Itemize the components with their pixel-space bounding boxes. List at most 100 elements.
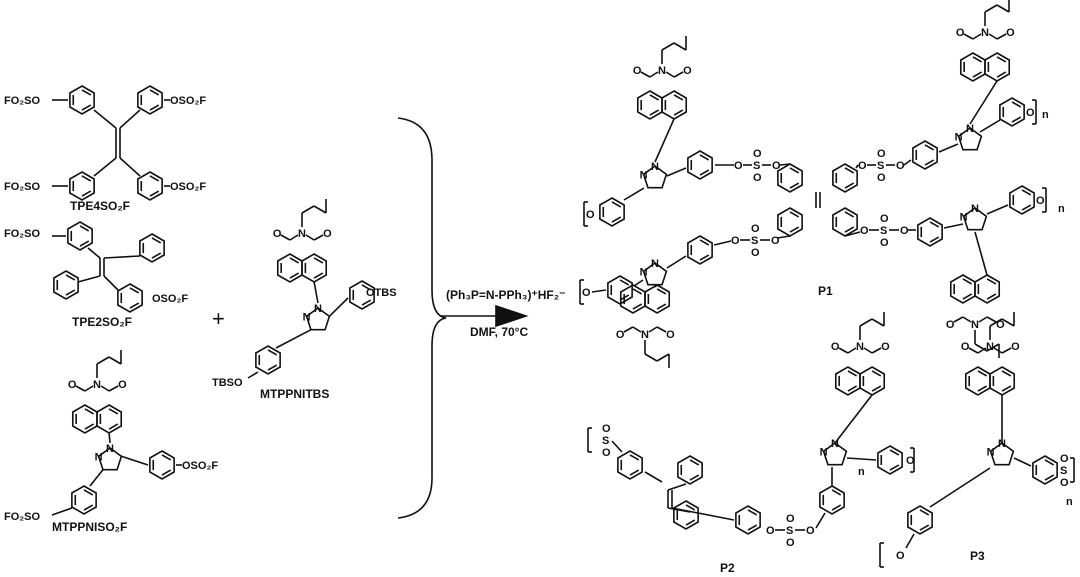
imide-nitrogen: N (641, 329, 649, 341)
bond (667, 483, 687, 491)
bond (611, 216, 622, 223)
bond (1011, 101, 1022, 108)
bond (644, 353, 658, 362)
bond (1011, 116, 1022, 123)
bond (673, 94, 684, 101)
pyrazoline-nitrogen: N (106, 443, 114, 455)
bond (629, 469, 640, 476)
bond (986, 343, 1000, 352)
carbonyl-oxygen: O (996, 319, 1005, 331)
carbonyl-oxygen: O (881, 341, 890, 353)
bond (149, 89, 160, 96)
tpe2-group-right: OSO₂F (152, 293, 188, 305)
bond (984, 4, 998, 13)
bond (121, 455, 149, 466)
benzene-ring (71, 485, 97, 515)
bond (977, 347, 987, 354)
pyrazoline-nitrogen: N (998, 438, 1006, 450)
bond (361, 299, 372, 306)
bond (978, 316, 988, 323)
sulfur: S (880, 225, 887, 237)
bond (648, 326, 658, 333)
tpe2so2f-label: TPE2SO₂F (72, 315, 132, 329)
bond (996, 56, 1007, 63)
carbonyl-oxygen: O (68, 379, 77, 391)
bond (838, 347, 849, 354)
pyrazoline-nitrogen: N (640, 266, 648, 278)
bond (889, 464, 900, 471)
ether-oxygen: O (806, 525, 815, 537)
benzene-ring (137, 85, 163, 115)
bond (75, 385, 86, 392)
imide-nitrogen: N (658, 65, 666, 77)
benzene-ring (984, 52, 1011, 82)
bond (776, 235, 791, 239)
bond (93, 109, 117, 129)
ether-oxygen: O (766, 525, 775, 537)
bond (632, 288, 643, 295)
bond (119, 157, 141, 177)
imide-nitrogen: N (93, 379, 101, 391)
bond (280, 234, 291, 241)
bond (986, 316, 997, 323)
bond (83, 504, 94, 511)
bond (831, 504, 842, 511)
pyrazoline-ring (962, 207, 988, 231)
bond (969, 80, 998, 125)
bond (977, 370, 988, 377)
benzene-ring (1009, 185, 1035, 215)
carbonyl-oxygen: O (831, 341, 840, 353)
carbonyl-oxygen: O (1006, 27, 1015, 39)
bond (301, 205, 315, 214)
pyrazoline-nitrogen: N (955, 131, 963, 143)
benzene-ring (917, 217, 943, 247)
bond (929, 236, 940, 243)
bond (649, 94, 660, 101)
bond (986, 204, 1009, 215)
bond (673, 109, 684, 116)
benzene-ring (907, 505, 933, 535)
chain-oxygen: O (1036, 195, 1045, 207)
sulfonyl-oxygen: O (880, 237, 889, 249)
bond (656, 353, 670, 362)
pyrazoline-ring (97, 447, 123, 471)
bond (161, 454, 172, 461)
bond (962, 278, 973, 285)
mtppniso2f-group-right: OSO₂F (182, 460, 218, 472)
pyrazoline-nitrogen: N (820, 446, 828, 458)
bond (632, 326, 642, 333)
bond (81, 190, 92, 197)
tpe4-group-tr: OSO₂F (170, 95, 206, 107)
tpe4-group-tl: FO₂SO (4, 95, 41, 107)
mtppnitbs-label: MTPPNITBS (260, 387, 329, 401)
sulfur: S (753, 160, 760, 172)
imide-nitrogen: N (981, 27, 989, 39)
sulfur: S (877, 160, 884, 172)
pyrazoline-nitrogen: N (303, 311, 311, 323)
benzene-ring (1032, 455, 1058, 485)
benzene-ring (349, 280, 375, 310)
pyrazoline-ring (957, 127, 983, 151)
bond (844, 182, 855, 189)
pyrazoline-nitrogen: N (95, 451, 103, 463)
carbonyl-oxygen: O (633, 65, 642, 77)
carbonyl-oxygen: O (961, 341, 970, 353)
carbonyl-oxygen: O (946, 319, 955, 331)
bond (689, 474, 700, 481)
ether-oxygen: O (771, 235, 780, 247)
bond (929, 221, 940, 228)
bond (81, 175, 92, 182)
chain-oxygen: O (896, 550, 905, 562)
bond (100, 385, 110, 392)
mtppniso2f-label: MTPPNISO₂F (52, 520, 127, 534)
bond (989, 318, 1003, 327)
bond (963, 33, 974, 40)
p3-label: P3 (970, 549, 985, 563)
bond (929, 467, 991, 508)
imide-nitrogen: N (986, 341, 994, 353)
chain-oxygen: O (1026, 107, 1035, 119)
bond (1021, 189, 1032, 196)
sulfonyl-oxygen: O (786, 537, 795, 549)
p1-repeat-n-top: n (1042, 109, 1049, 121)
